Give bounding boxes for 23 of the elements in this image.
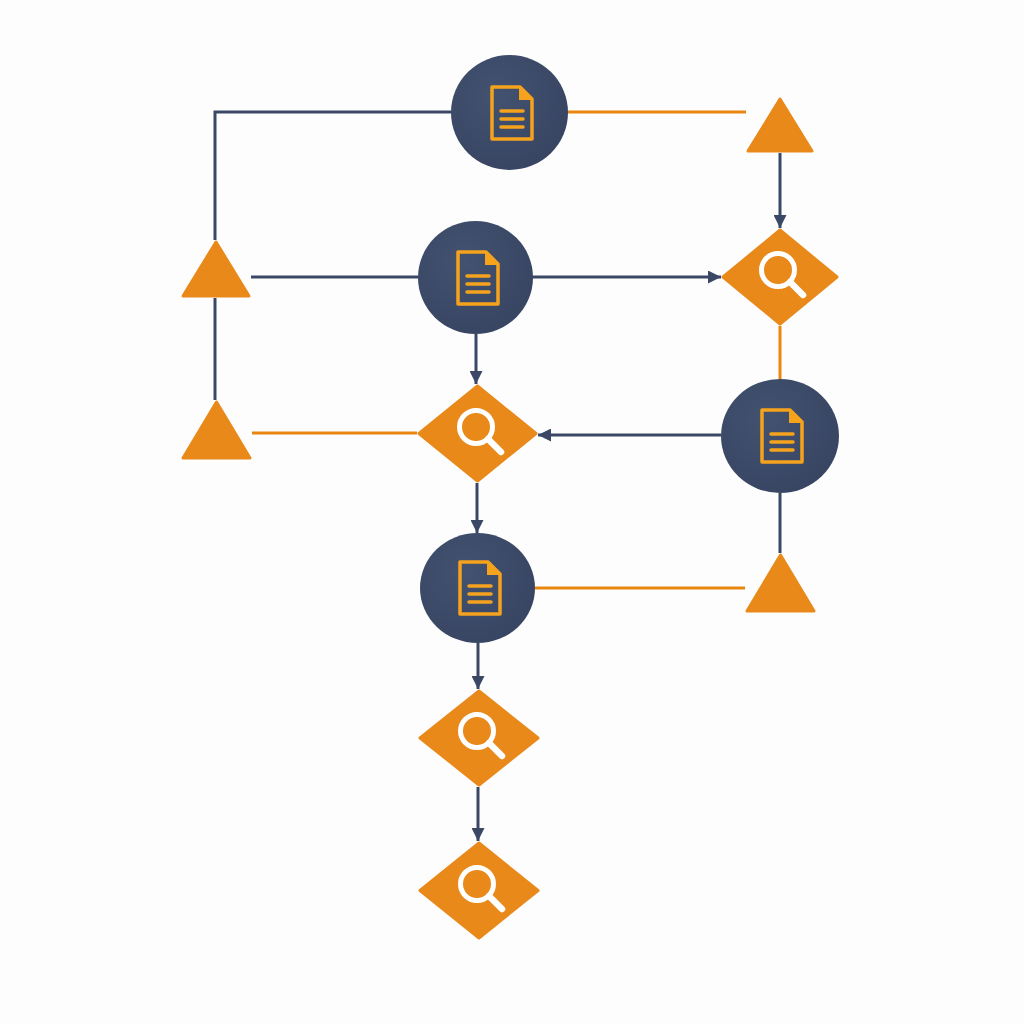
connector-line [778,493,782,553]
diamond-node [418,689,540,787]
connector-line [568,110,746,114]
diamond-node [417,384,538,483]
triangle-node [746,97,814,153]
connector-line [252,431,417,435]
arrow [773,153,787,228]
triangle-node [181,400,252,460]
diamond-node [721,228,839,326]
connector-line [213,110,451,240]
triangle-node [181,240,251,298]
arrow [469,334,483,384]
connector-line [213,298,217,400]
arrow [470,483,484,533]
arrow [538,428,721,442]
arrow [471,643,485,689]
connector-line [251,275,418,279]
connector-line [778,326,782,379]
triangle-node [745,553,816,613]
arrow [533,270,721,284]
arrow [471,787,485,841]
connector-line [535,586,745,590]
diamond-node [418,841,540,940]
